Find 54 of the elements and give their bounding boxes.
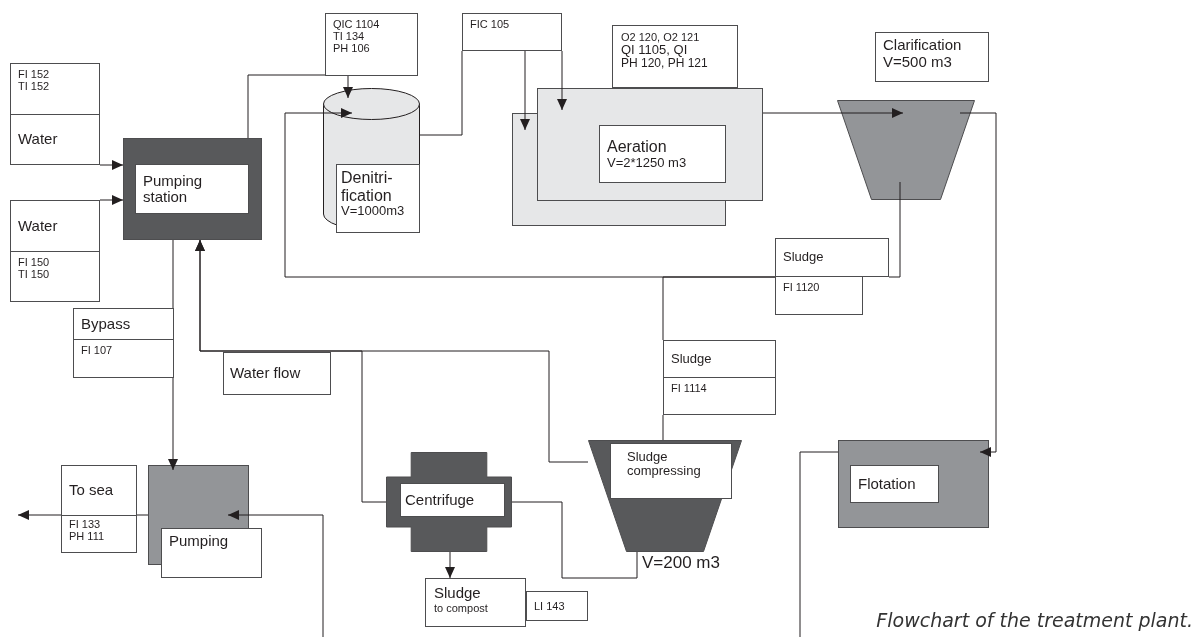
label-text: QIC 1104 TI 134 PH 106	[333, 18, 381, 55]
label-text: V=1000m3	[341, 204, 406, 219]
flow-line	[511, 501, 638, 579]
label-text: PH 120, PH 121	[621, 57, 709, 71]
flow-line	[172, 239, 174, 309]
volume-label: V=200 m3	[642, 553, 720, 573]
label-text: FI 1120	[783, 281, 821, 294]
label-text: Water	[18, 217, 59, 235]
flow-line	[799, 451, 839, 637]
flow-line	[662, 414, 664, 441]
flow-arrow	[227, 510, 324, 637]
flow-arrow	[17, 510, 149, 520]
label-text: Clarification	[883, 37, 963, 54]
flow-arrow	[195, 239, 387, 503]
flow-arrow	[557, 50, 567, 111]
flow-arrow	[445, 551, 455, 579]
flow-arrow	[959, 112, 997, 457]
flow-arrow	[99, 195, 124, 205]
label-text: Sludge	[783, 250, 825, 265]
label-text: Water flow	[230, 365, 302, 382]
label-text: Sludge	[434, 585, 482, 602]
caption: Flowchart of the treatment plant.	[876, 609, 1193, 631]
label-text: Flotation	[858, 475, 917, 493]
flow-line	[662, 276, 776, 341]
label-text: Centrifuge	[405, 491, 476, 509]
label-text: Aeration	[607, 138, 668, 156]
label-text: V=2*1250 m3	[607, 155, 688, 170]
label-text: To sea	[69, 482, 115, 499]
label-text: Pumping station	[143, 172, 204, 206]
label-text: Sludge compressing	[627, 450, 702, 479]
label-text: O2 120, O2 121	[621, 31, 701, 44]
label-text: FI 150 TI 150	[18, 256, 51, 281]
flow-arrow	[343, 75, 353, 99]
flow-line	[247, 74, 326, 139]
flow-arrow	[762, 108, 904, 118]
flow-arrow	[520, 50, 530, 131]
label-text: FI 133 PH 111	[69, 518, 106, 543]
label-text: Bypass	[81, 315, 132, 333]
label-text: Water	[18, 131, 59, 148]
label-text: to compost	[434, 601, 489, 614]
label-text: QI 1105, QI	[621, 43, 689, 58]
label-text: FI 152 TI 152	[18, 68, 51, 93]
label-text: FI 107	[81, 344, 114, 357]
flow-arrow	[99, 160, 124, 170]
label-text: LI 143	[534, 599, 566, 613]
flow-line	[419, 50, 463, 136]
label-text: FI 1114	[671, 382, 708, 395]
label-text: Denitri- fication	[341, 169, 394, 205]
flow-arrow	[168, 377, 178, 471]
label-text: FIC 105	[470, 18, 511, 31]
flow-line	[888, 181, 901, 278]
label-text: V=500 m3	[883, 53, 953, 70]
label-text: Sludge	[671, 351, 713, 367]
label-text: Pumping	[169, 533, 230, 550]
